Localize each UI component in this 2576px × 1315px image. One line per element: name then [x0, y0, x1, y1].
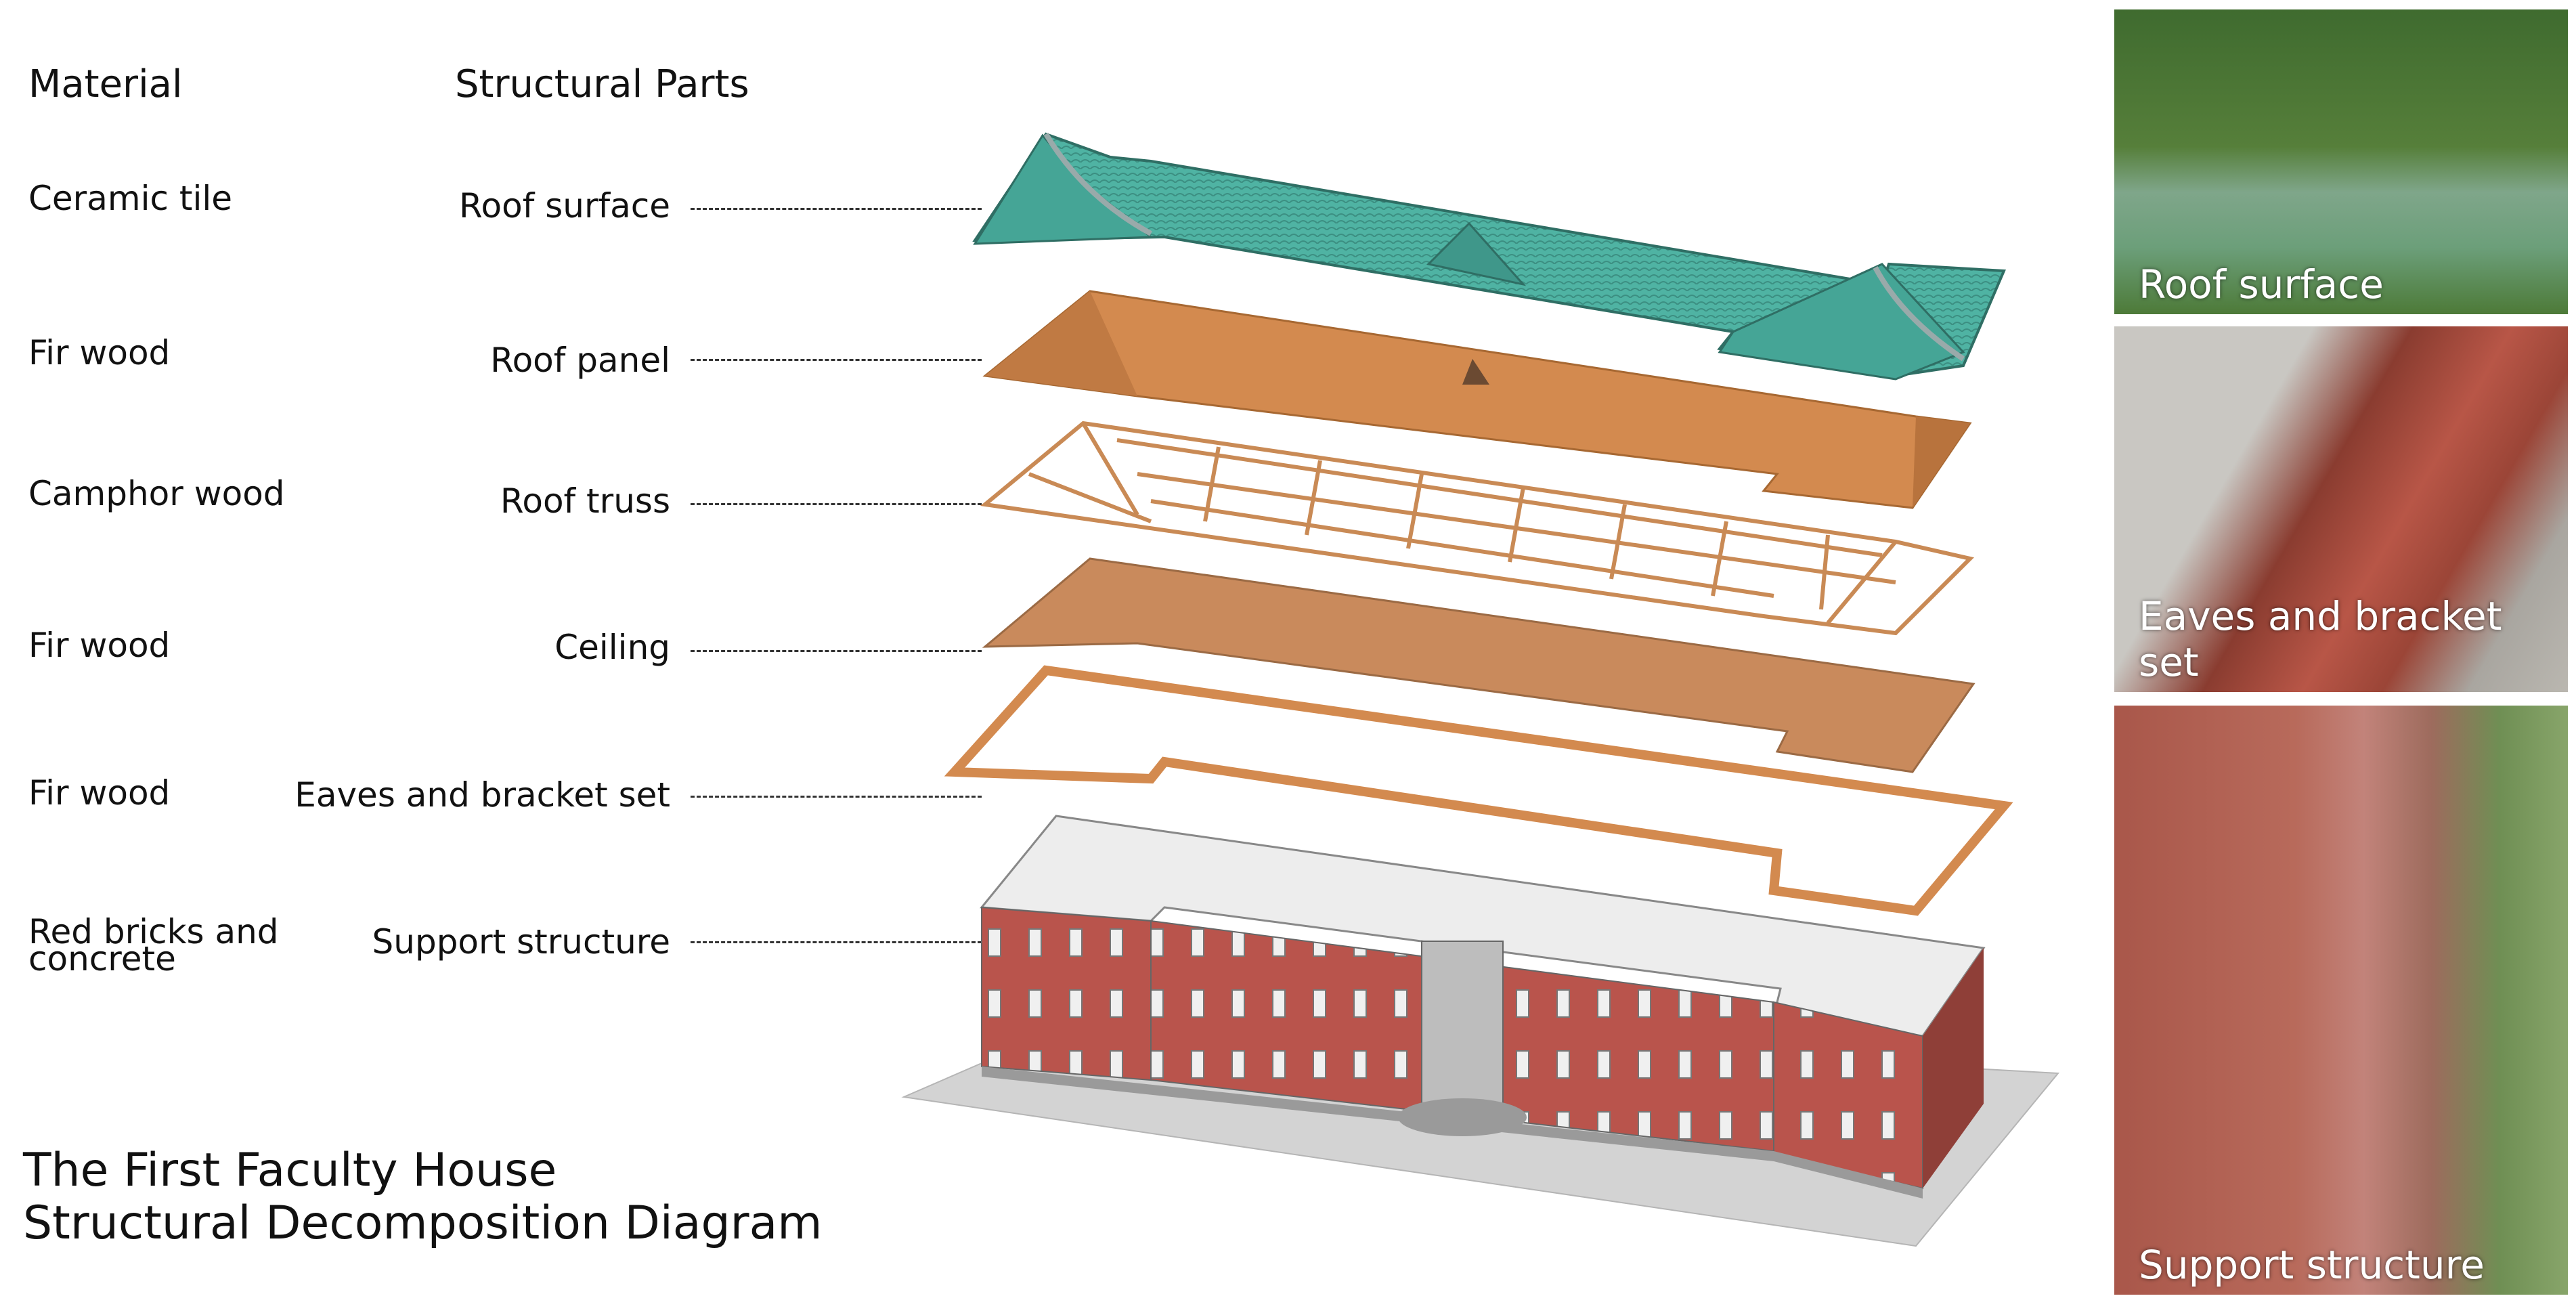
- material-label-eaves: Fir wood: [28, 773, 171, 813]
- material-label-ceiling: Fir wood: [28, 626, 171, 665]
- leader-line-support: [691, 941, 982, 943]
- photo-eaves-bracket: Eaves and bracket set: [2114, 326, 2568, 692]
- title-line-1: The First Faculty House: [23, 1144, 557, 1197]
- photo-caption-support-structure: Support structure: [2139, 1242, 2485, 1288]
- part-label-ceiling: Ceiling: [554, 628, 670, 667]
- roof-surface-layer: [972, 132, 2006, 381]
- leader-line-roof-panel: [691, 359, 982, 361]
- part-label-roof-surface: Roof surface: [459, 186, 670, 225]
- photo-caption-eaves-bracket: Eaves and bracket set: [2139, 593, 2502, 685]
- part-label-eaves: Eaves and bracket set: [294, 775, 670, 815]
- eaves-bracket-layer: [944, 665, 2013, 916]
- title-line-2: Structural Decomposition Diagram: [23, 1197, 823, 1250]
- part-label-roof-truss: Roof truss: [500, 481, 670, 521]
- roof-panel-layer: [982, 290, 1972, 509]
- material-column-header: Material: [28, 62, 183, 106]
- roof-truss-layer: [980, 421, 1974, 636]
- part-label-roof-panel: Roof panel: [490, 341, 670, 380]
- photo-support-structure: Support structure: [2114, 706, 2568, 1295]
- part-label-support: Support structure: [372, 922, 670, 962]
- photo-caption-roof-surface: Roof surface: [2139, 261, 2384, 307]
- leader-line-eaves: [691, 796, 982, 798]
- ceiling-layer: [982, 557, 1975, 773]
- material-label-roof-panel: Fir wood: [28, 333, 171, 372]
- material-label-support: Red bricks and concrete: [28, 912, 279, 978]
- leader-line-roof-surface: [691, 208, 982, 210]
- leader-line-roof-truss: [691, 503, 982, 505]
- diagram-title: The First Faculty House Structural Decom…: [23, 1144, 823, 1250]
- material-label-roof-surface: Ceramic tile: [28, 179, 233, 218]
- leader-line-ceiling: [691, 650, 982, 652]
- photo-roof-surface: Roof surface: [2114, 9, 2568, 314]
- material-label-roof-truss: Camphor wood: [28, 474, 285, 513]
- support-structure-layer: [901, 815, 2060, 1247]
- structural-parts-column-header: Structural Parts: [455, 62, 749, 106]
